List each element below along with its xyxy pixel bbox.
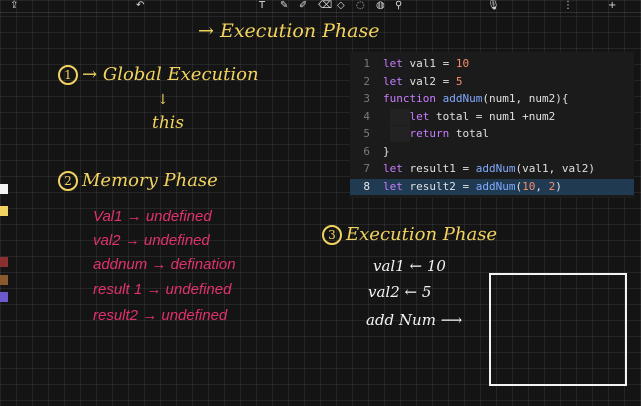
line-number: 1 [363, 57, 370, 70]
memory-value: undefined [143, 232, 210, 249]
code-text: let result2 = addNum(10, 2) [383, 179, 562, 193]
code-text: let result1 = addNum(val1, val2) [383, 162, 595, 175]
line-number: 2 [363, 74, 370, 88]
code-line[interactable]: 3 function addNum(num1, num2){ [350, 91, 634, 107]
arrow-right-icon: → [138, 307, 162, 324]
memory-box [489, 273, 627, 386]
exec-value: 5 [421, 283, 432, 301]
toolbar-divider [0, 12, 641, 13]
link-icon[interactable]: ⚲ [395, 0, 403, 11]
step1-heading: 1→ Global Execution [58, 64, 259, 85]
step2-label: Memory Phase [82, 170, 218, 191]
memory-name: Val1 [93, 208, 123, 225]
code-line[interactable]: 1 let val1 = 10 [350, 56, 634, 72]
swatch-white[interactable] [0, 184, 8, 194]
memory-name: result 1 [93, 281, 143, 298]
swatch-red[interactable] [0, 257, 8, 267]
step1-sub: this [152, 113, 184, 133]
microphone-icon[interactable]: 🎙 [487, 0, 500, 11]
arrow-right-icon: → [122, 208, 146, 225]
memory-name: result2 [93, 307, 139, 324]
code-editor[interactable]: 1 let val1 = 10 2 let val2 = 5 3 function add… [350, 52, 634, 198]
exec-name: val1 [373, 257, 405, 275]
line-number: 7 [363, 162, 370, 175]
pen-icon[interactable]: ✎ [280, 0, 289, 11]
code-line[interactable]: 6} [350, 144, 634, 160]
memory-row: result2 → undefined [93, 307, 227, 324]
memory-name: addnum [93, 256, 148, 273]
line-number: 4 [363, 109, 370, 123]
board-title: → Execution Phase [198, 20, 380, 42]
exec-name: add Num [366, 311, 436, 329]
arrow-left-icon: ← [409, 257, 427, 275]
arrow-right-icon: → [198, 20, 220, 42]
memory-value: undefined [145, 208, 212, 225]
code-text: let total = num1 +num2 [409, 109, 556, 123]
step3-number: 3 [322, 225, 342, 245]
memory-row: val2 → undefined [93, 232, 210, 249]
shape-icon[interactable]: ◇ [337, 0, 345, 11]
exec-row: val1 ← 10 [373, 257, 446, 275]
code-text: } [383, 144, 390, 158]
exec-value: 10 [426, 257, 446, 275]
step1-number: 1 [58, 65, 78, 85]
arrow-right-icon: → [120, 232, 144, 249]
arrow-left-icon: ← [404, 283, 422, 301]
undo-icon[interactable]: ↶ [136, 0, 145, 11]
memory-value: undefined [165, 281, 232, 298]
code-text: let val2 = 5 [383, 74, 463, 88]
memory-value: defination [170, 256, 236, 273]
code-text: return total [409, 127, 490, 140]
pencil-icon[interactable]: ✐ [299, 0, 308, 11]
code-line[interactable]: 4 let total = num1 +num2 [350, 108, 634, 125]
code-line[interactable]: 5 return total [350, 126, 634, 142]
arrow-right-icon: → [147, 256, 171, 273]
share-icon[interactable]: ⇪ [10, 0, 19, 11]
step1-label: Global Execution [102, 64, 259, 85]
swatch-brown[interactable] [0, 275, 8, 285]
exec-row: val2 ← 5 [368, 283, 431, 301]
line-number: 8 [363, 179, 370, 193]
step3-label: Execution Phase [346, 224, 498, 245]
memory-row: result 1 → undefined [93, 281, 231, 298]
eraser-icon[interactable]: ⌫ [318, 0, 333, 11]
comment-icon[interactable]: ◍ [376, 0, 385, 11]
arrow-right-icon: ⟶ [440, 311, 463, 329]
line-number: 5 [363, 127, 370, 140]
swatch-yellow[interactable] [0, 206, 8, 216]
swatch-purple[interactable] [0, 292, 8, 302]
code-line[interactable]: 2 let val2 = 5 [350, 74, 634, 90]
code-line[interactable]: 8 let result2 = addNum(10, 2) [350, 178, 634, 195]
arrow-down-icon: ↓ [157, 92, 169, 108]
line-number: 6 [363, 144, 370, 158]
exec-name: val2 [368, 283, 400, 301]
indent-guide [390, 108, 410, 125]
arrow-right-icon: → [142, 281, 166, 298]
memory-name: val2 [93, 232, 121, 249]
text-tool-icon[interactable]: T [259, 0, 266, 11]
step2-number: 2 [58, 171, 78, 191]
line-number: 3 [363, 92, 370, 105]
code-text: function addNum(num1, num2){ [383, 92, 569, 105]
memory-row: Val1 → undefined [93, 208, 212, 225]
toolbar: ⇪ ↶ T ✎ ✐ ⌫ ◇ ◌ ◍ ⚲ 🎙 ⋮ + [0, 0, 641, 12]
arrow-right-icon: → [82, 64, 103, 85]
memory-row: addnum → defination [93, 256, 236, 273]
exec-row: add Num ⟶ [366, 311, 462, 329]
add-icon[interactable]: + [608, 0, 617, 11]
memory-value: undefined [161, 307, 228, 324]
lasso-icon[interactable]: ◌ [356, 0, 365, 11]
code-line[interactable]: 7 let result1 = addNum(val1, val2) [350, 161, 634, 177]
indent-guide [390, 126, 410, 142]
more-icon[interactable]: ⋮ [563, 0, 573, 11]
code-text: let val1 = 10 [383, 57, 470, 70]
